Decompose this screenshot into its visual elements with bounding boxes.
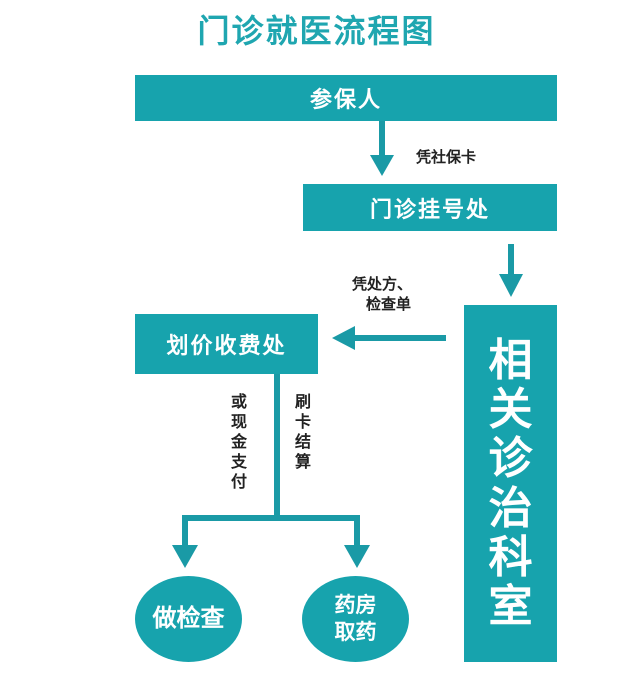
node-cashier-label: 划价收费处 [166, 334, 287, 359]
edge-label-card-settlement: 刷 卡 结 算 [294, 392, 312, 472]
arrow-head [499, 274, 523, 297]
node-department-char: 相 [488, 334, 533, 386]
edge-label-cash-char: 金 [230, 432, 247, 451]
node-pharmacy: 药房 取药 [302, 576, 409, 662]
arrow-head [344, 545, 370, 568]
node-pharmacy-line2: 取药 [334, 620, 377, 644]
node-department: 相 关 诊 治 科 室 [464, 305, 557, 662]
edge-label-cash-payment: 或 现 金 支 付 [230, 392, 248, 492]
arrow-shaft [508, 244, 514, 278]
edge-label-card-char: 刷 [294, 392, 311, 411]
page-title: 门诊就医流程图 [197, 12, 436, 50]
edge-label-cash-char: 现 [230, 412, 247, 431]
arrow-shaft [354, 515, 360, 548]
edge-label-card-char: 卡 [294, 412, 311, 431]
node-department-char: 关 [488, 383, 533, 435]
arrow-head [370, 155, 394, 176]
edge-label-prescription-line1: 凭处方、 [352, 275, 413, 293]
edge-label-social-card: 凭社保卡 [416, 148, 477, 166]
node-insured-label: 参保人 [309, 88, 382, 113]
node-exam: 做检查 [135, 576, 242, 662]
node-cashier: 划价收费处 [135, 314, 318, 374]
edge-label-prescription-line2: 检查单 [366, 295, 412, 314]
branch-bar [182, 515, 360, 521]
node-department-char: 治 [488, 482, 533, 534]
arrow-shaft [350, 335, 446, 341]
node-registration-label: 门诊挂号处 [369, 197, 490, 223]
edge-label-cash-char: 或 [230, 392, 247, 411]
node-pharmacy-line1: 药房 [334, 592, 377, 617]
node-insured: 参保人 [135, 75, 557, 121]
node-exam-label: 做检查 [152, 604, 225, 633]
edge-label-prescription: 凭处方、 检查单 [352, 274, 412, 315]
node-registration: 门诊挂号处 [303, 184, 557, 231]
branch-trunk [274, 374, 280, 520]
node-department-char: 诊 [488, 433, 533, 485]
arrow-head [332, 326, 355, 350]
node-department-char: 室 [488, 581, 533, 633]
node-department-char: 科 [488, 531, 533, 583]
edge-label-cash-char: 支 [230, 452, 247, 471]
edge-label-cash-char: 付 [230, 472, 247, 491]
arrow-head [172, 545, 198, 568]
edge-label-card-char: 算 [294, 452, 311, 471]
arrow-shaft [379, 121, 385, 159]
edge-label-card-char: 结 [294, 432, 311, 451]
arrow-shaft [182, 515, 188, 548]
